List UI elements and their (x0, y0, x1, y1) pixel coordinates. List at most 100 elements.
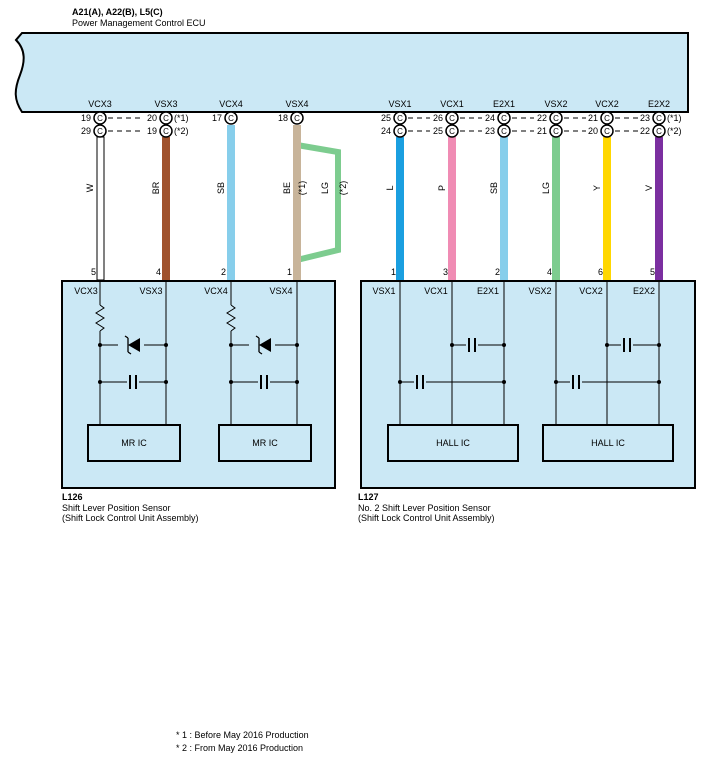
svg-text:E2X2: E2X2 (633, 286, 655, 296)
pin-letter: C (604, 114, 610, 123)
svg-text:VSX4: VSX4 (269, 286, 292, 296)
capacitor-icon (621, 337, 633, 353)
svg-text:5: 5 (650, 267, 655, 277)
mr-ic-label: MR IC (252, 438, 278, 448)
ecu-terminal-label: VCX1 (440, 99, 464, 109)
pin-number: 19 (147, 126, 157, 136)
wire-lg-variant (296, 142, 341, 263)
ecu-terminal-labels: VCX3 VSX3 VCX4 VSX4 VSX1 VCX1 E2X1 VSX2 … (88, 99, 670, 109)
svg-text:VCX2: VCX2 (579, 286, 603, 296)
ecu-terminal-label: VCX3 (88, 99, 112, 109)
ecu-terminal-label: VSX3 (154, 99, 177, 109)
wire-p (448, 137, 456, 280)
footnote: * 1 : Before May 2016 Production (176, 730, 309, 740)
svg-text:4: 4 (547, 267, 552, 277)
wire-variant-note: (*2) (338, 181, 348, 196)
svg-text:VCX4: VCX4 (204, 286, 228, 296)
sensor1-sub: (Shift Lock Control Unit Assembly) (62, 513, 199, 523)
pin-letter: C (397, 127, 403, 136)
wires (96, 125, 663, 281)
sensor2-id: L127 (358, 492, 379, 502)
wire-variant-note: (*1) (297, 181, 307, 196)
sensor2-pin-numbers: 1 3 2 4 6 5 (391, 267, 655, 277)
ecu-pins (93, 111, 666, 138)
wire-color-label: Y (592, 185, 602, 191)
ecu-name-label: Power Management Control ECU (72, 18, 206, 28)
pin-letter: C (294, 114, 300, 123)
svg-text:1: 1 (287, 267, 292, 277)
svg-text:VSX3: VSX3 (139, 286, 162, 296)
variant-tag: (*1) (667, 113, 682, 123)
pin-number: 25 (433, 126, 443, 136)
capacitor-icon (570, 374, 582, 390)
sensor1-pin-numbers: 5 4 2 1 (91, 267, 292, 277)
pin-number: 21 (588, 113, 598, 123)
junction-dots (398, 343, 661, 384)
pin-letter: C (553, 127, 559, 136)
pin-number: 21 (537, 126, 547, 136)
pin-dash-lines (108, 117, 638, 132)
zener-diode-icon (118, 335, 144, 355)
junction-dots (98, 343, 299, 384)
pin-letter: C (604, 127, 610, 136)
wire-color-label: V (644, 185, 654, 191)
ecu-terminal-label: E2X2 (648, 99, 670, 109)
wire-color-label: BR (151, 181, 161, 194)
wire-sb2 (500, 137, 508, 280)
pin-letter: C (97, 114, 103, 123)
sensor1-circuit (95, 280, 298, 425)
pin-letter: C (553, 114, 559, 123)
wire-l (396, 137, 404, 280)
svg-text:6: 6 (598, 267, 603, 277)
wire-lg (552, 137, 560, 280)
variant-tag: (*2) (667, 126, 682, 136)
sensor2-terminal-labels: VSX1 VCX1 E2X1 VSX2 VCX2 E2X2 (372, 286, 655, 296)
wire-color-label: SB (216, 182, 226, 194)
pin-number: 24 (381, 126, 391, 136)
pin-letter: C (228, 114, 234, 123)
ecu-terminal-label: VSX2 (544, 99, 567, 109)
wire-color-label: LG (541, 182, 551, 194)
ecu-terminal-label: E2X1 (493, 99, 515, 109)
pin-letter: C (97, 127, 103, 136)
pin-number: 29 (81, 126, 91, 136)
wire-color-labels: W BR SB BE (*1) LG (*2) L P SB LG Y V (85, 181, 654, 196)
capacitor-icon (466, 337, 478, 353)
pin-letter: C (501, 127, 507, 136)
sensor2-sub: (Shift Lock Control Unit Assembly) (358, 513, 495, 523)
mr-ic-label: MR IC (121, 438, 147, 448)
hall-ic-label: HALL IC (436, 438, 470, 448)
wire-color-label: BE (282, 182, 292, 194)
footnote: * 2 : From May 2016 Production (176, 743, 303, 753)
ecu-terminal-label: VSX1 (388, 99, 411, 109)
pin-number: 23 (485, 126, 495, 136)
hall-ic-box (542, 424, 674, 462)
pin-letter: C (449, 114, 455, 123)
pin-number: 22 (537, 113, 547, 123)
svg-text:VSX1: VSX1 (372, 286, 395, 296)
wire-br (162, 137, 170, 280)
pin-number: 23 (640, 113, 650, 123)
ecu-terminal-label: VSX4 (285, 99, 308, 109)
sensor1-terminal-labels: VCX3 VSX3 VCX4 VSX4 (74, 286, 292, 296)
wire-be (293, 125, 301, 280)
variant-tag: (*2) (174, 126, 189, 136)
wire-color-label: SB (489, 182, 499, 194)
svg-text:4: 4 (156, 267, 161, 277)
svg-text:3: 3 (443, 267, 448, 277)
pin-number: 25 (381, 113, 391, 123)
wire-w (96, 136, 105, 281)
ecu-connectors-label: A21(A), A22(B), L5(C) (72, 7, 163, 17)
pin-number: 26 (433, 113, 443, 123)
pin-letter: C (163, 127, 169, 136)
pin-number: 17 (212, 113, 222, 123)
wire-color-label: W (85, 183, 95, 192)
svg-text:VCX3: VCX3 (74, 286, 98, 296)
svg-text:5: 5 (91, 267, 96, 277)
pin-number: 19 (81, 113, 91, 123)
pin-number: 22 (640, 126, 650, 136)
pin-letter: C (656, 114, 662, 123)
svg-text:VCX1: VCX1 (424, 286, 448, 296)
capacitor-icon (258, 374, 270, 390)
